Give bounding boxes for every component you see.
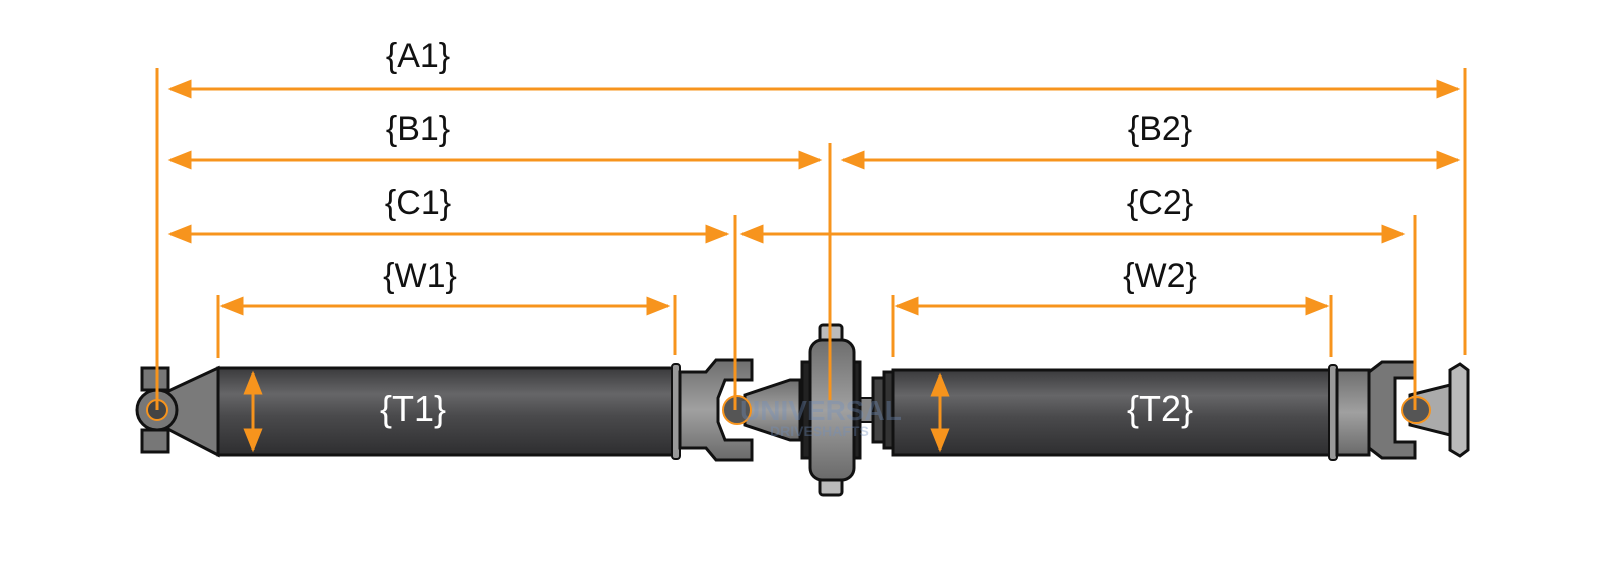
label-a1: {A1} <box>386 37 450 75</box>
watermark-line2: DRIVESHAFTS <box>770 423 869 439</box>
label-c2: {C2} <box>1127 184 1193 222</box>
label-b1: {B1} <box>386 110 450 148</box>
left-yoke-cap-bottom <box>140 428 170 454</box>
label-c1: {C1} <box>385 184 451 222</box>
left-yoke-cap-top <box>140 366 170 392</box>
center-bearing <box>808 338 856 482</box>
watermark-line1: UNIVERSAL <box>740 395 902 426</box>
label-b2: {B2} <box>1128 110 1192 148</box>
watermark-logo: UNIVERSAL DRIVESHAFTS <box>740 395 902 439</box>
right-yoke <box>1367 360 1417 460</box>
center-yoke <box>678 358 754 462</box>
label-t1: {T1} <box>380 388 446 429</box>
center-u-joint <box>722 395 752 425</box>
tube-1 <box>216 366 676 457</box>
label-t2: {T2} <box>1127 388 1193 429</box>
extension-lines <box>155 68 1467 410</box>
tube-2 <box>891 368 1335 457</box>
dimension-arrows <box>167 79 1461 453</box>
driveshaft <box>135 323 1470 497</box>
flange <box>1448 362 1470 458</box>
label-w1: {W1} <box>383 257 457 295</box>
label-w2: {W2} <box>1123 257 1197 295</box>
